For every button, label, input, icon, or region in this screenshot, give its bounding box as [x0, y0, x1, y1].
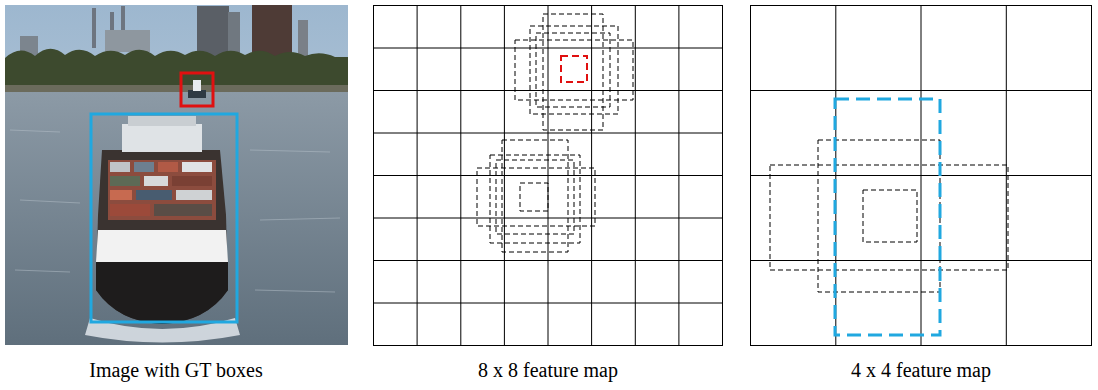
- matched-box-small: [561, 56, 587, 82]
- panel-caption: 4 x 4 feature map: [851, 358, 991, 382]
- matched-box-large: [835, 99, 940, 335]
- photo: [5, 5, 348, 345]
- default-boxes-4x4: [770, 140, 1008, 292]
- grid-4x4: [750, 5, 1092, 346]
- containers: [108, 160, 216, 220]
- gt-box-large: [91, 114, 237, 322]
- grid-8x8: [373, 5, 723, 346]
- panel-caption: 8 x 8 feature map: [478, 358, 618, 382]
- panel-caption: Image with GT boxes: [89, 358, 263, 382]
- default-boxes-8x8: [477, 14, 633, 252]
- gt-box-small: [181, 73, 213, 106]
